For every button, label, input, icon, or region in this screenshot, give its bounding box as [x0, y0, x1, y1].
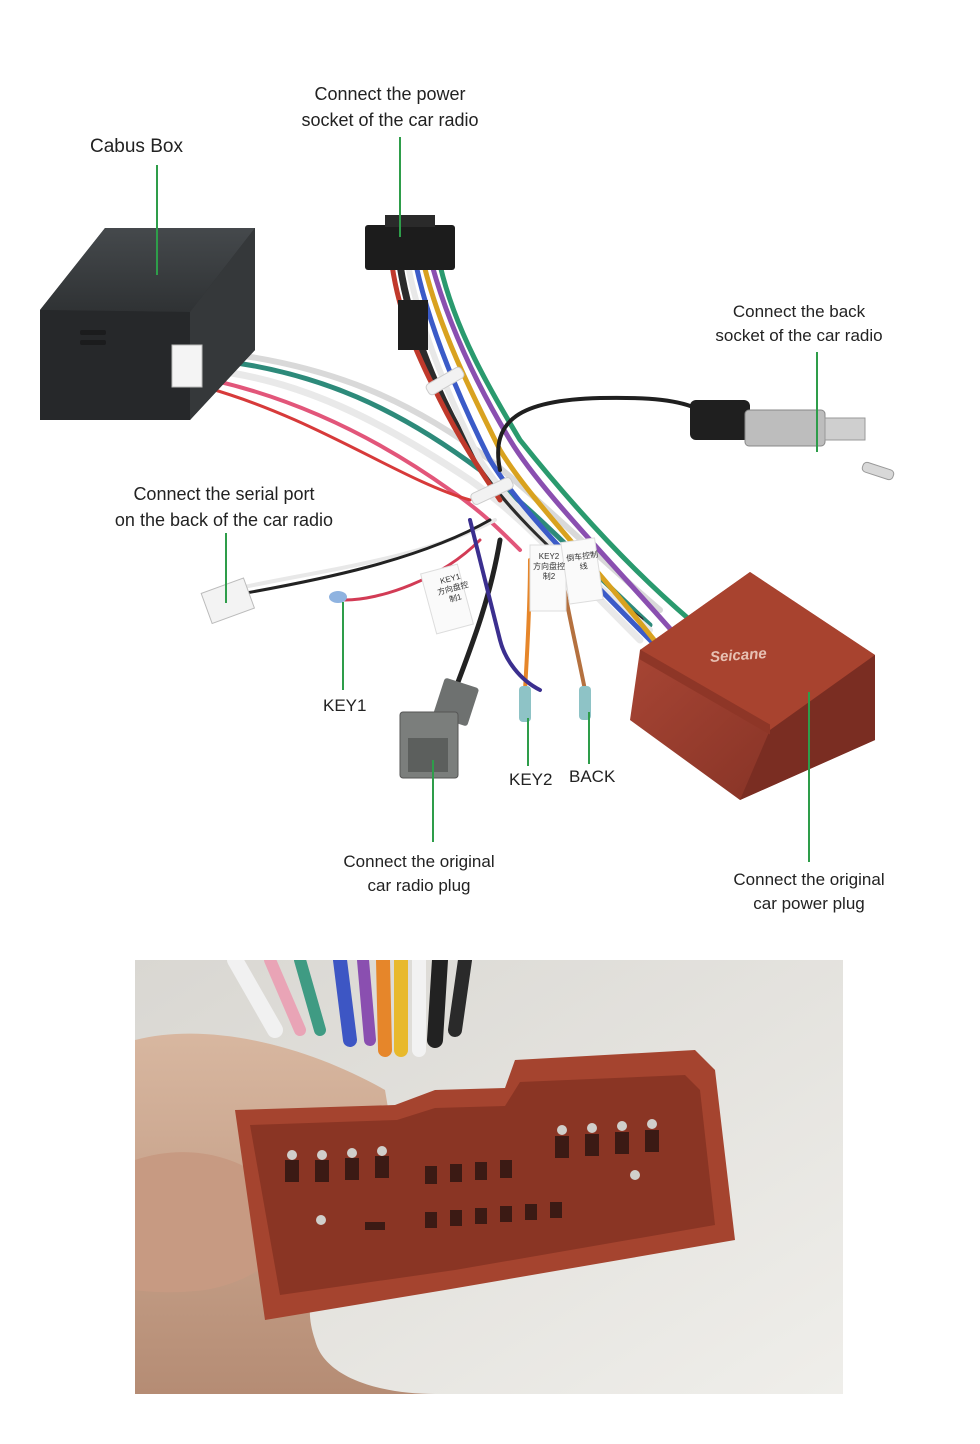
tag-key2-line1: KEY2 [538, 552, 560, 561]
label-serial-port: Connect the serial port on the back of t… [96, 481, 352, 533]
connector-closeup-illustration [135, 960, 843, 1394]
power-socket-connector [365, 215, 455, 350]
cable-ties [425, 366, 514, 505]
power-plug-connector [630, 572, 875, 800]
leader-radio-plug [432, 760, 434, 842]
label-power-socket-line2: socket of the car radio [301, 110, 479, 130]
label-key1: KEY1 [323, 696, 367, 715]
radio-plug-connector [399, 678, 479, 779]
leader-cabus-box [156, 165, 158, 275]
label-key2: KEY2 [509, 770, 553, 789]
label-back: BACK [569, 767, 616, 786]
leader-power-plug [808, 692, 810, 862]
leader-key2 [527, 718, 529, 766]
label-serial-port-line1: Connect the serial port [133, 484, 315, 504]
serial-port-plug [200, 577, 256, 625]
label-power-socket: Connect the power socket of the car radi… [285, 81, 495, 133]
label-radio-plug-line1: Connect the original [343, 852, 495, 871]
leader-back-socket [816, 352, 818, 452]
label-back-socket-line1: Connect the back [732, 302, 866, 321]
leader-serial-port [225, 533, 227, 603]
harness-illustration [40, 215, 895, 800]
leader-key1 [342, 602, 344, 690]
label-serial-port-line2: on the back of the car radio [114, 510, 334, 530]
label-back-socket: Connect the back socket of the car radio [706, 300, 892, 348]
label-cabus-box: Cabus Box [90, 136, 183, 157]
leader-power-socket [399, 137, 401, 237]
label-power-socket-line1: Connect the power [314, 84, 466, 104]
leader-back [588, 712, 590, 764]
tag-key2: KEY2 方向盘控制2 [532, 552, 566, 582]
label-radio-plug-line2: car radio plug [367, 876, 471, 895]
label-back-socket-line2: socket of the car radio [715, 326, 883, 345]
tag-key2-line2: 方向盘控制2 [533, 562, 565, 581]
label-power-plug: Connect the original car power plug [722, 868, 896, 916]
cabus-box-graphic [40, 228, 255, 420]
wiring-harness-diagram: Seicane KEY1 方向盘控制1 KEY2 方向盘控制2 倒车控制线 Ca… [40, 81, 896, 916]
key1-terminal [329, 591, 347, 603]
wire-tags [420, 537, 604, 635]
label-power-plug-line2: car power plug [753, 894, 865, 913]
brand-mark: Seicane [709, 645, 768, 666]
connector-closeup-photo [135, 960, 843, 1394]
label-radio-plug: Connect the original car radio plug [332, 850, 506, 898]
label-power-plug-line1: Connect the original [733, 870, 885, 889]
key2-back-terminals [519, 686, 591, 722]
antenna-plug [690, 400, 895, 481]
